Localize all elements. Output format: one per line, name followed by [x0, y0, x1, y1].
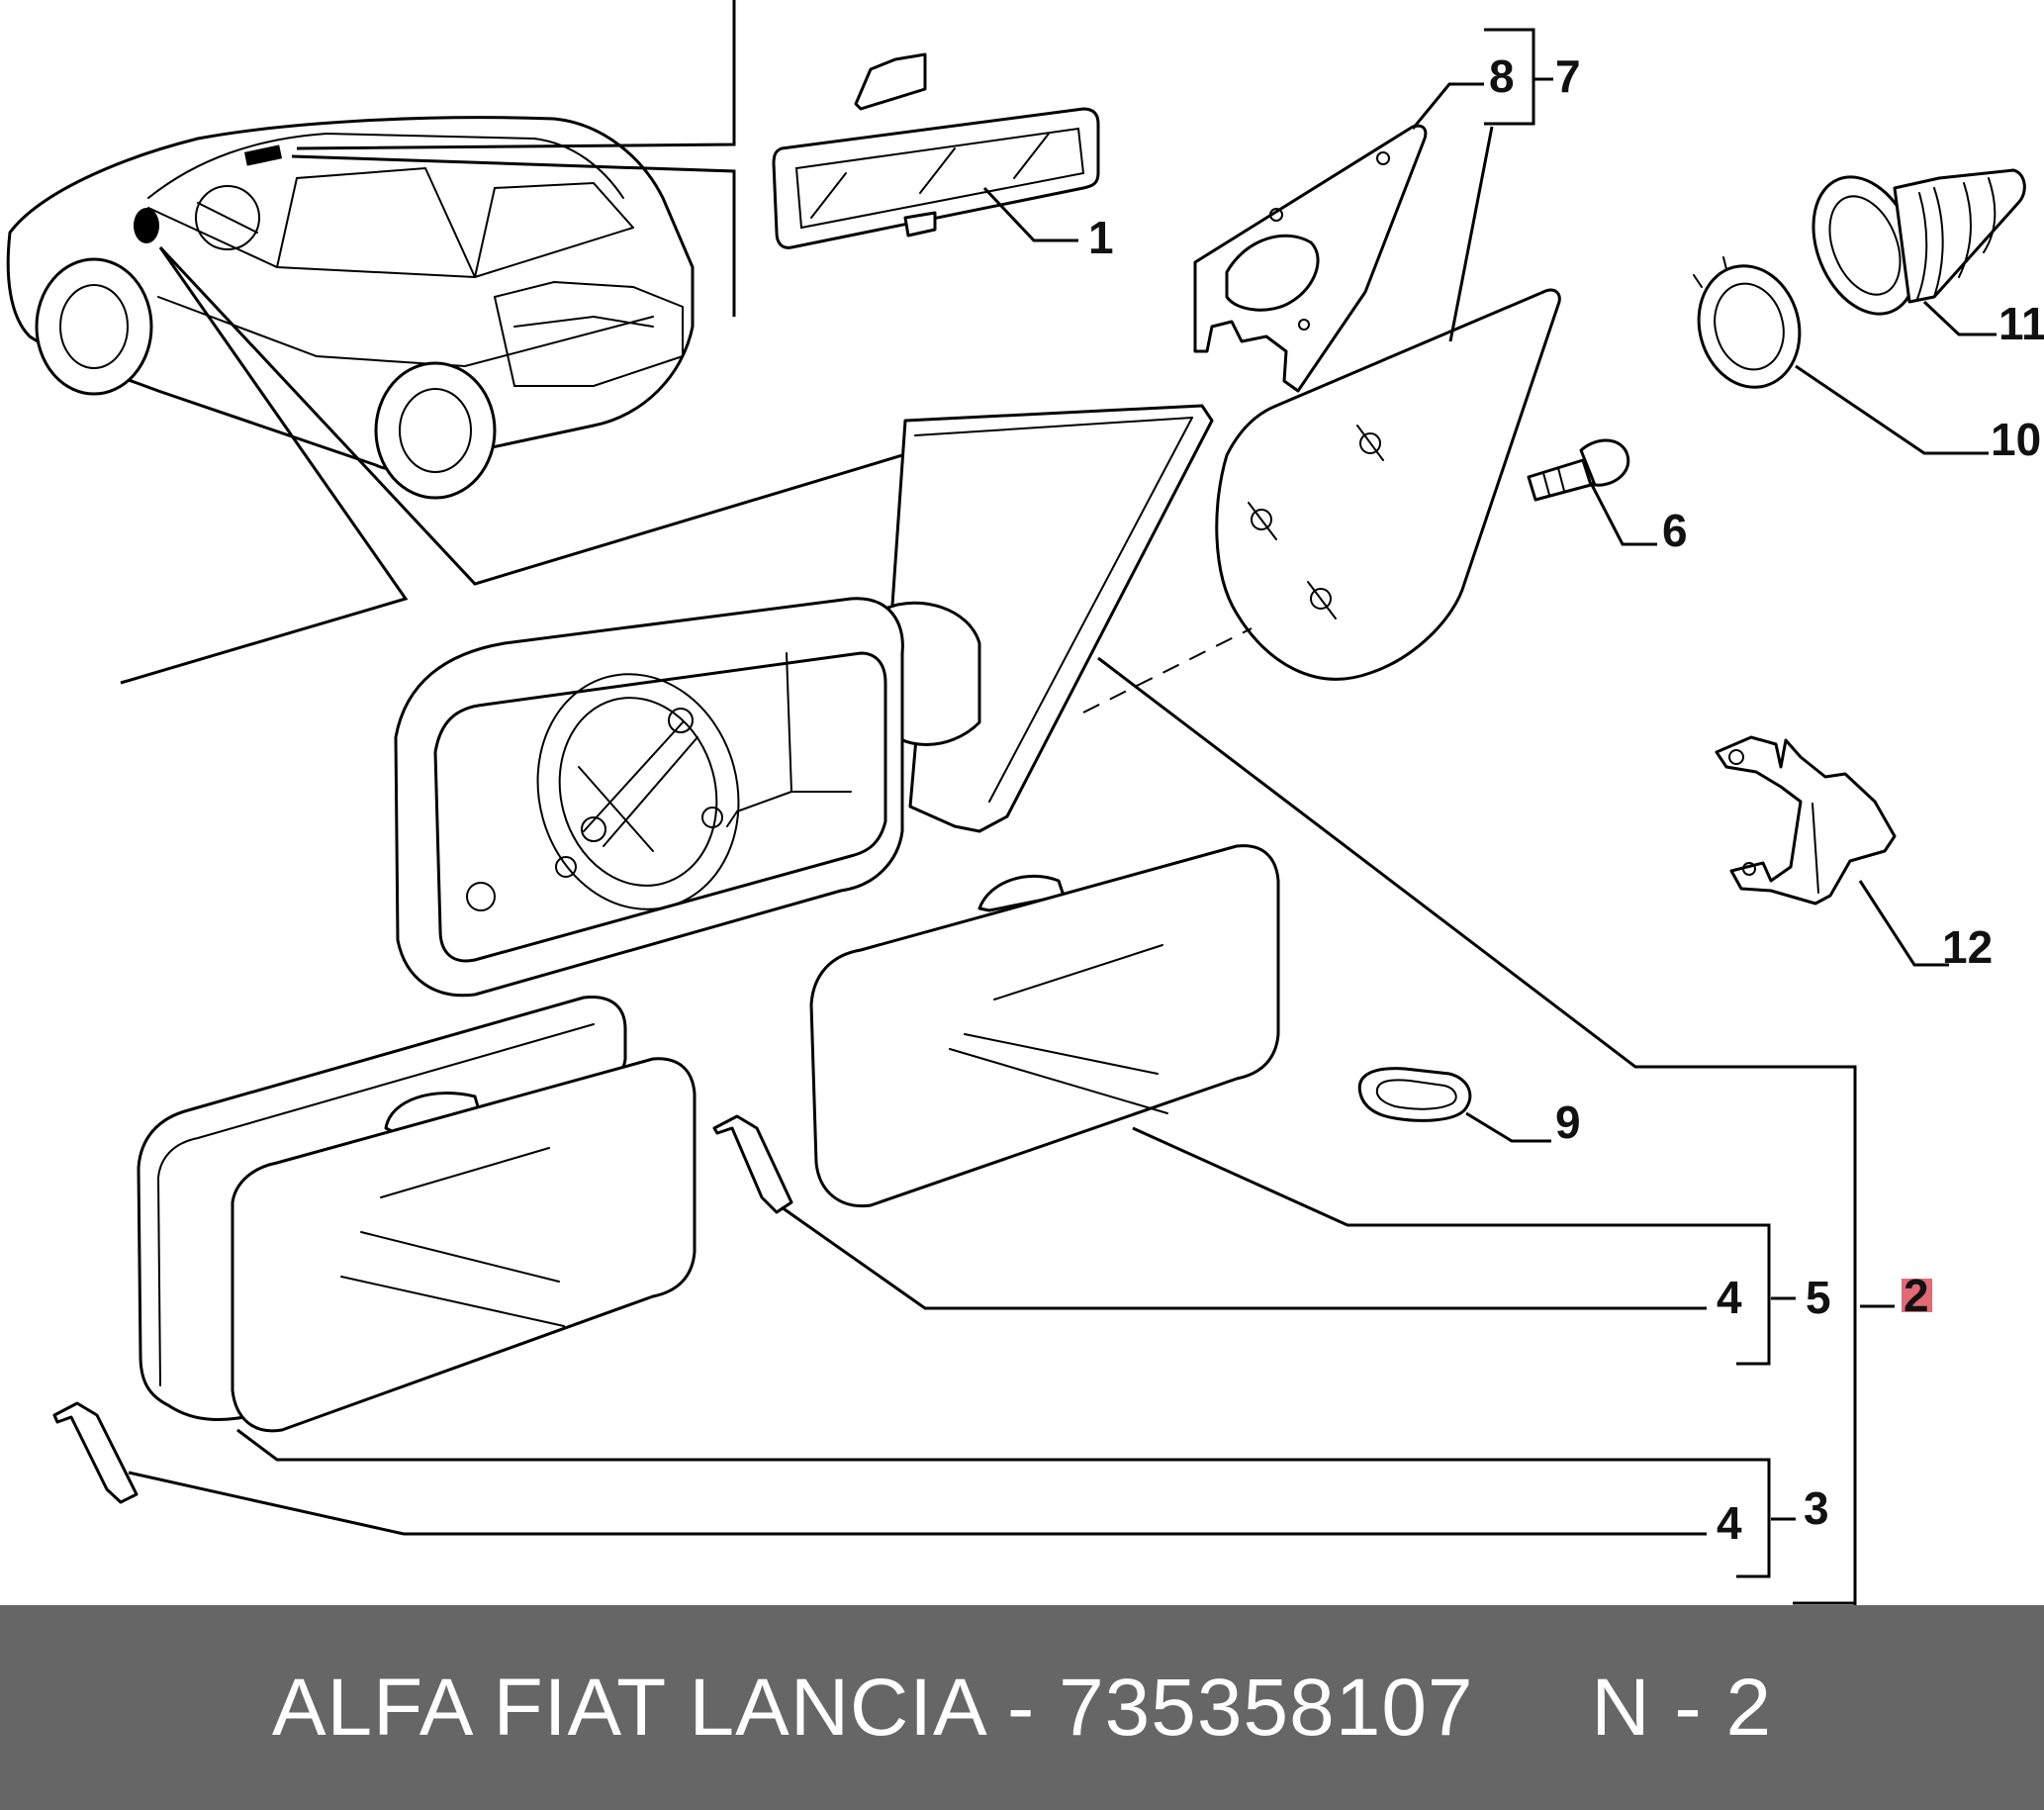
- mounting-plate-part-7: [1215, 28, 1561, 681]
- mirror-glass-part-5: [809, 844, 1771, 1366]
- car-overview-illustration: [6, 116, 695, 500]
- callout-4-upper: 4: [1717, 1272, 1742, 1323]
- callout-1: 1: [1088, 212, 1114, 263]
- rubber-boot-part-11: [1812, 168, 2026, 336]
- interior-mirror-part-1: [772, 52, 1100, 249]
- callout-6: 6: [1662, 505, 1688, 556]
- callout-12: 12: [1942, 921, 1993, 973]
- part-number-caption: ALFA FIAT LANCIA - 735358107 N - 2: [271, 1662, 1773, 1753]
- callout-10: 10: [1991, 414, 2041, 465]
- callout-8: 8: [1489, 50, 1515, 102]
- callout-11: 11: [1998, 298, 2044, 349]
- mirror-glass-part-3: [137, 995, 1771, 1578]
- callout-2: 2: [1904, 1270, 1929, 1321]
- callout-2-highlight: [1902, 1279, 1932, 1312]
- part-number-footer: ALFA FIAT LANCIA - 735358107 N - 2: [0, 1605, 2044, 1810]
- screw-part-6: [1527, 438, 1657, 546]
- exploded-parts-diagram: 1 8 7 11 10 6 12 9 4 5 2 3 4: [6, 0, 2044, 1605]
- callout-5: 5: [1806, 1272, 1831, 1323]
- mounting-gasket-part-8: [1193, 82, 1484, 393]
- mirror-housing-assembly-part-2: [394, 404, 1857, 1605]
- retaining-ring-part-10: [1693, 256, 1989, 455]
- callout-brackets: [1771, 1296, 1895, 1521]
- callout-9: 9: [1555, 1096, 1581, 1148]
- grommet-part-9: [1357, 1067, 1551, 1143]
- callout-4-lower: 4: [1717, 1497, 1742, 1549]
- bracket-part-12: [1715, 735, 1949, 967]
- clip-part-4-upper: [712, 1114, 1707, 1310]
- callout-labels: 1 8 7 11 10 6 12 9 4 5 2 3 4: [1088, 50, 2044, 1549]
- clip-part-4-lower: [52, 1401, 1707, 1536]
- callout-3: 3: [1804, 1482, 1829, 1534]
- callout-7: 7: [1555, 50, 1581, 102]
- car-leader-lines: [120, 0, 1035, 685]
